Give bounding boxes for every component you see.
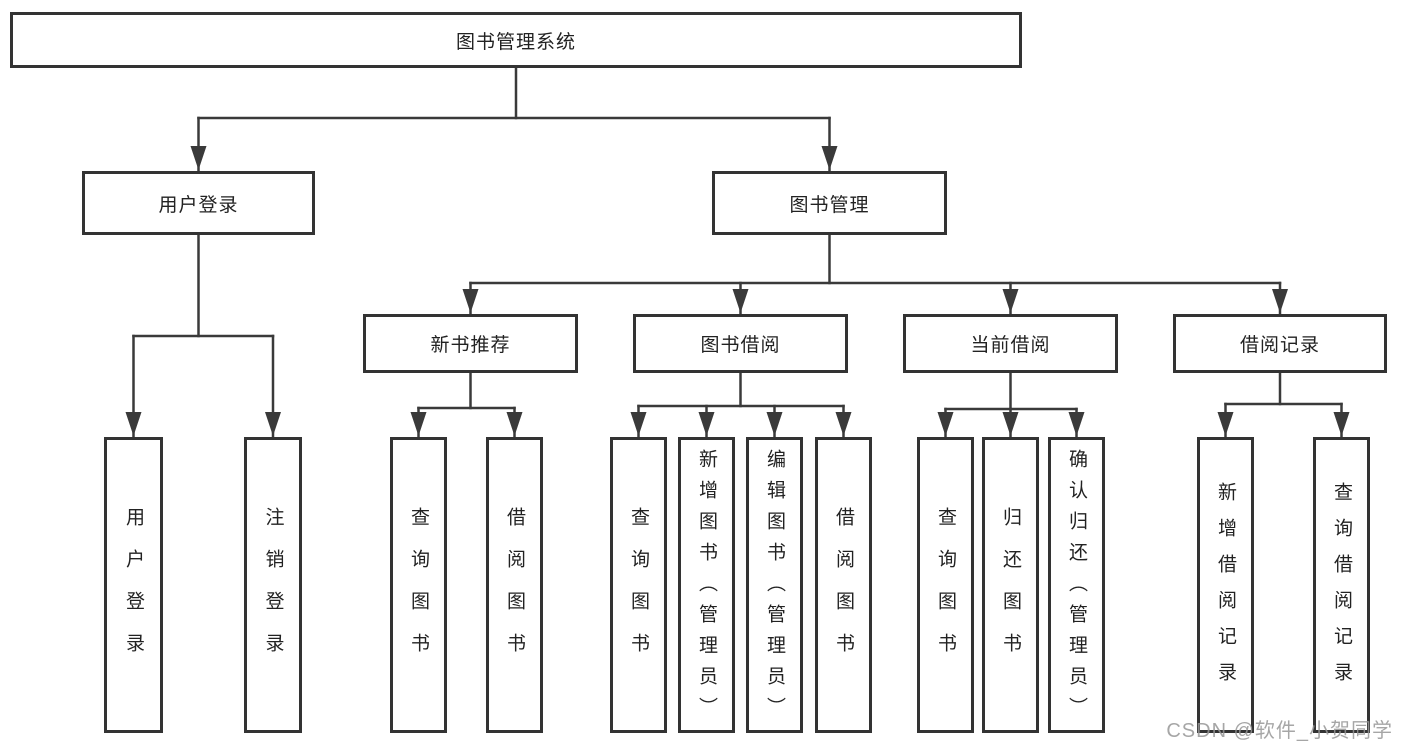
leaf-bb-edit-books-admin: 编辑图书（管理员） <box>746 437 803 733</box>
node-label: 编辑图书（管理员） <box>764 448 785 728</box>
leaf-nbr-borrow-books: 借阅图书 <box>486 437 543 733</box>
leaf-cb-query-books: 查询图书 <box>917 437 974 733</box>
node-label: 借阅图书 <box>833 507 854 675</box>
node-label: 借阅图书 <box>504 507 525 675</box>
leaf-cb-confirm-return-admin: 确认归还（管理员） <box>1048 437 1105 733</box>
node-label: 查询图书 <box>935 507 956 675</box>
node-current-borrow: 当前借阅 <box>903 314 1118 373</box>
node-user-login: 用户登录 <box>82 171 315 235</box>
node-root-library-management-system: 图书管理系统 <box>10 12 1022 68</box>
node-label: 借阅记录 <box>1239 335 1320 356</box>
node-label: 新增借阅记录 <box>1215 481 1236 698</box>
leaf-br-add-borrow-record: 新增借阅记录 <box>1197 437 1254 733</box>
node-label: 归还图书 <box>1000 507 1021 675</box>
node-label: 图书管理系统 <box>455 31 576 53</box>
node-label: 图书借阅 <box>700 335 781 356</box>
leaf-bb-add-books-admin: 新增图书（管理员） <box>678 437 735 733</box>
leaf-nbr-query-books: 查询图书 <box>390 437 447 733</box>
leaf-bb-borrow-books: 借阅图书 <box>815 437 872 733</box>
leaf-logout: 注销登录 <box>244 437 302 733</box>
node-book-management: 图书管理 <box>712 171 947 235</box>
leaf-cb-return-books: 归还图书 <box>982 437 1039 733</box>
node-label: 注销登录 <box>262 507 284 675</box>
node-label: 用户登录 <box>158 194 239 216</box>
node-label: 查询借阅记录 <box>1331 481 1352 698</box>
node-label: 确认归还（管理员） <box>1066 448 1087 728</box>
leaf-br-query-borrow-record: 查询借阅记录 <box>1313 437 1370 733</box>
leaf-user-login: 用户登录 <box>104 437 163 733</box>
node-label: 查询图书 <box>628 507 649 675</box>
node-borrow-records: 借阅记录 <box>1173 314 1387 373</box>
node-label: 新书推荐 <box>430 335 511 356</box>
watermark: CSDN @软件_小贺同学 <box>1166 720 1393 742</box>
node-new-book-recommend: 新书推荐 <box>363 314 578 373</box>
node-label: 新增图书（管理员） <box>696 448 717 728</box>
node-book-borrow: 图书借阅 <box>633 314 848 373</box>
node-label: 用户登录 <box>123 507 144 675</box>
node-label: 当前借阅 <box>970 335 1051 356</box>
node-label: 图书管理 <box>789 194 870 216</box>
leaf-bb-query-books: 查询图书 <box>610 437 667 733</box>
node-label: 查询图书 <box>408 507 429 675</box>
